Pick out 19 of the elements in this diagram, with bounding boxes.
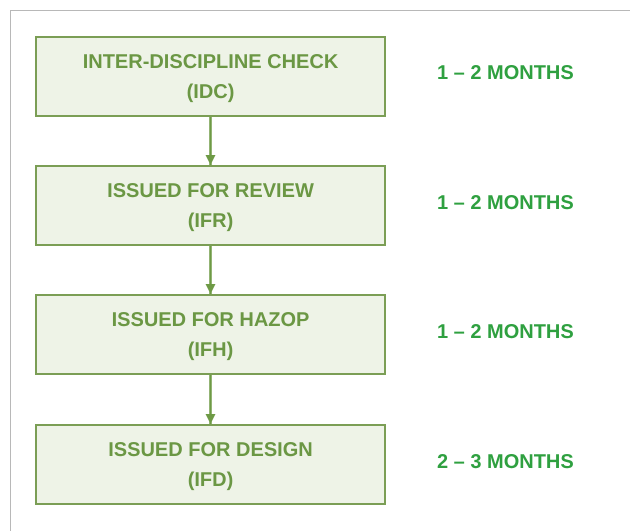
process-box [35,294,386,375]
process-box [35,424,386,505]
arrow [206,117,216,165]
stage-abbreviation: (IFD) [188,468,234,492]
stage-name: INTER-DISCIPLINE CHECK [82,50,338,74]
duration-label: 1 – 2 MONTHS [437,62,574,85]
stage-abbreviation: (IDC) [186,80,234,104]
duration-label: 1 – 2 MONTHS [437,192,574,215]
stage-name: ISSUED FOR REVIEW [107,178,314,204]
arrow [206,246,216,294]
stage-name: ISSUED FOR HAZOP [112,308,310,332]
stage-abbreviation: (IFH) [188,338,234,362]
arrow [206,375,216,424]
duration-label: 1 – 2 MONTHS [437,321,574,344]
process-box [35,36,386,117]
process-box [35,165,386,246]
stage-abbreviation: (IFR) [188,208,234,234]
duration-label: 2 – 3 MONTHS [437,451,574,474]
stage-name: ISSUED FOR DESIGN [108,438,313,462]
